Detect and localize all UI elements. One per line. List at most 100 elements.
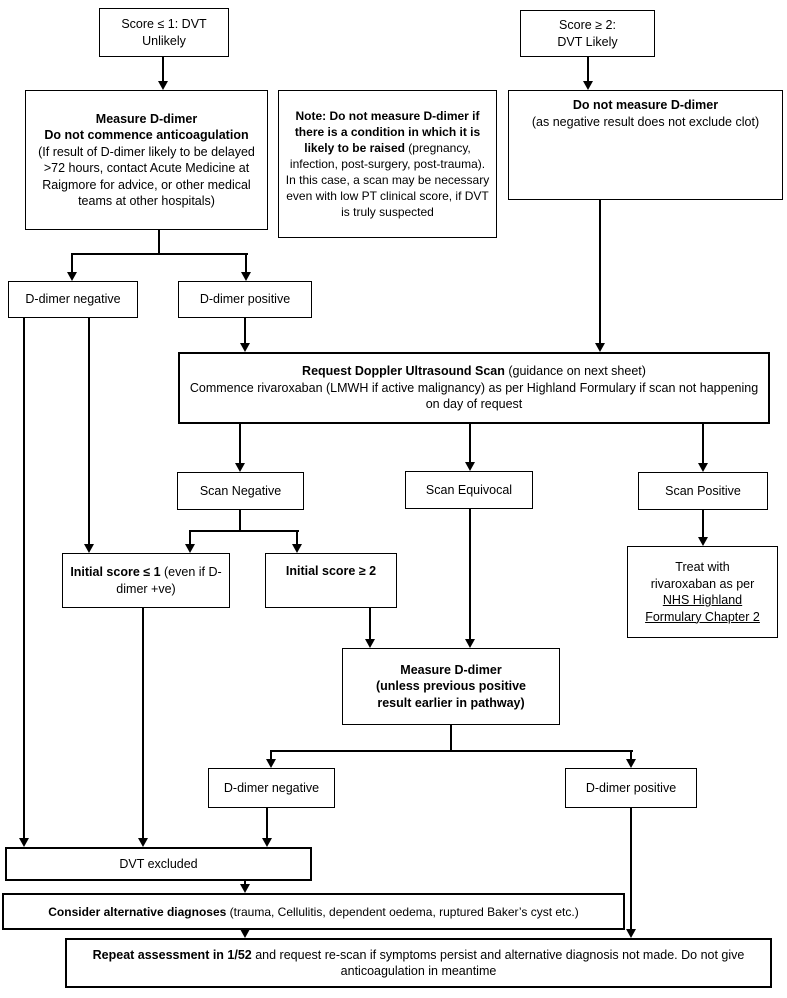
flow-line	[270, 750, 272, 759]
ddimer-positive-2-label: D-dimer positive	[585, 780, 677, 795]
flow-arrowhead	[698, 463, 708, 472]
no-measure-body: (as negative result does not exclude clo…	[531, 114, 760, 129]
flow-arrowhead	[19, 838, 29, 847]
initial-high-bold: Initial score ≥ 2	[285, 564, 377, 578]
node-ddimer-negative-2: D-dimer negative	[208, 768, 335, 808]
flow-bracket	[270, 750, 633, 752]
scan-positive-label: Scan Positive	[665, 483, 741, 498]
node-request-ultrasound: Request Doppler Ultrasound Scan (guidanc…	[178, 352, 770, 424]
node-initial-score-low: Initial score ≤ 1 (even if D-dimer +ve)	[62, 553, 230, 608]
node-initial-score-high: Initial score ≥ 2	[265, 553, 397, 608]
flow-line	[450, 725, 452, 752]
flow-arrowhead	[266, 759, 276, 768]
flow-line	[296, 530, 298, 544]
flow-arrowhead	[626, 759, 636, 768]
flow-line	[23, 318, 25, 838]
measure2-line3: result earlier in pathway)	[377, 695, 525, 710]
node-scan-negative: Scan Negative	[177, 472, 304, 510]
flow-arrowhead	[240, 884, 250, 893]
flow-arrowhead	[262, 838, 272, 847]
consider-rest: (trauma, Cellulitis, dependent oedema, r…	[226, 904, 579, 919]
consider-bold: Consider alternative diagnoses	[48, 904, 227, 919]
flow-line	[71, 253, 73, 272]
flow-bracket	[189, 530, 299, 532]
flow-line	[239, 424, 241, 463]
flow-line	[369, 608, 371, 639]
flow-line	[630, 808, 632, 929]
flow-arrowhead	[698, 537, 708, 546]
flow-arrowhead	[138, 838, 148, 847]
node-measure-ddimer: Measure D-dimer Do not commence anticoag…	[25, 90, 268, 230]
flow-line	[142, 608, 144, 838]
request-bold: Request Doppler Ultrasound Scan	[302, 364, 505, 379]
score-low-line2: Unlikely	[142, 33, 186, 48]
flow-line	[244, 318, 246, 343]
node-dvt-excluded: DVT excluded	[5, 847, 312, 881]
node-score-low: Score ≤ 1: DVT Unlikely	[99, 8, 229, 57]
node-score-high: Score ≥ 2: DVT Likely	[520, 10, 655, 57]
flow-line	[469, 508, 471, 639]
flow-arrowhead	[595, 343, 605, 352]
flow-arrowhead	[67, 272, 77, 281]
score-high-line1: Score ≥ 2:	[559, 18, 616, 32]
request-body: Commence rivaroxaban (LMWH if active mal…	[189, 380, 759, 412]
flow-line	[266, 808, 268, 838]
flow-arrowhead	[240, 343, 250, 352]
flow-arrowhead	[583, 81, 593, 90]
nhs-formulary-link-line1[interactable]: NHS Highland	[662, 593, 743, 607]
repeat-rest: and request re-scan if symptoms persist …	[251, 947, 745, 979]
node-ddimer-positive-2: D-dimer positive	[565, 768, 697, 808]
request-rest: (guidance on next sheet)	[504, 364, 646, 379]
repeat-bold: Repeat assessment in 1/52	[92, 947, 252, 962]
flow-arrowhead	[84, 544, 94, 553]
node-ddimer-positive-1: D-dimer positive	[178, 281, 312, 318]
flow-line	[630, 750, 632, 759]
initial-low-bold: Initial score ≤ 1	[70, 565, 161, 579]
no-measure-bold: Do not measure D-dimer	[572, 98, 719, 112]
nhs-formulary-link-line2[interactable]: Formulary Chapter 2	[645, 609, 760, 624]
dvt-excluded-label: DVT excluded	[119, 856, 198, 871]
scan-negative-label: Scan Negative	[199, 483, 282, 498]
nhs-formulary-link[interactable]: NHS Highland Formulary Chapter 2	[645, 592, 760, 625]
measure2-line1: Measure D-dimer	[400, 662, 502, 677]
flow-arrowhead	[292, 544, 302, 553]
node-consider-alternative: Consider alternative diagnoses (trauma, …	[2, 893, 625, 930]
node-repeat-assessment: Repeat assessment in 1/52 and request re…	[65, 938, 772, 988]
flow-arrowhead	[185, 544, 195, 553]
measure2-line2: (unless previous positive	[375, 679, 527, 694]
flow-arrowhead	[465, 639, 475, 648]
node-ddimer-negative-1: D-dimer negative	[8, 281, 138, 318]
flow-line	[245, 253, 247, 272]
measure-ddimer-bold1: Measure D-dimer	[95, 111, 198, 126]
node-measure-ddimer-2: Measure D-dimer (unless previous positiv…	[342, 648, 560, 725]
ddimer-negative-1-label: D-dimer negative	[25, 292, 121, 307]
flow-line	[189, 530, 191, 544]
flow-bracket	[71, 253, 248, 255]
flow-line	[239, 510, 241, 532]
flow-arrowhead	[626, 929, 636, 938]
ddimer-positive-1-label: D-dimer positive	[199, 292, 291, 307]
node-note: Note: Do not measure D-dimer if there is…	[278, 90, 497, 238]
flow-arrowhead	[158, 81, 168, 90]
scan-equivocal-label: Scan Equivocal	[425, 482, 513, 497]
flow-arrowhead	[240, 929, 250, 938]
flow-line	[162, 57, 164, 81]
flow-line	[587, 57, 589, 81]
flow-line	[469, 424, 471, 462]
treat-line2: rivaroxaban as per	[650, 576, 755, 591]
flow-line	[244, 881, 246, 884]
note-body: (pregnancy, infection, post-surgery, pos…	[285, 141, 490, 219]
ddimer-negative-2-label: D-dimer negative	[223, 780, 320, 795]
score-high-line2: DVT Likely	[557, 34, 618, 49]
treat-line1: Treat with	[675, 560, 730, 574]
flow-arrowhead	[365, 639, 375, 648]
flow-line	[158, 230, 160, 255]
flow-line	[88, 318, 90, 544]
flow-line	[702, 510, 704, 537]
node-scan-equivocal: Scan Equivocal	[405, 471, 533, 509]
note-bold: Note: Do not measure D-dimer if there is…	[294, 109, 481, 155]
flow-arrowhead	[241, 272, 251, 281]
flow-line	[702, 424, 704, 463]
flow-arrowhead	[235, 463, 245, 472]
